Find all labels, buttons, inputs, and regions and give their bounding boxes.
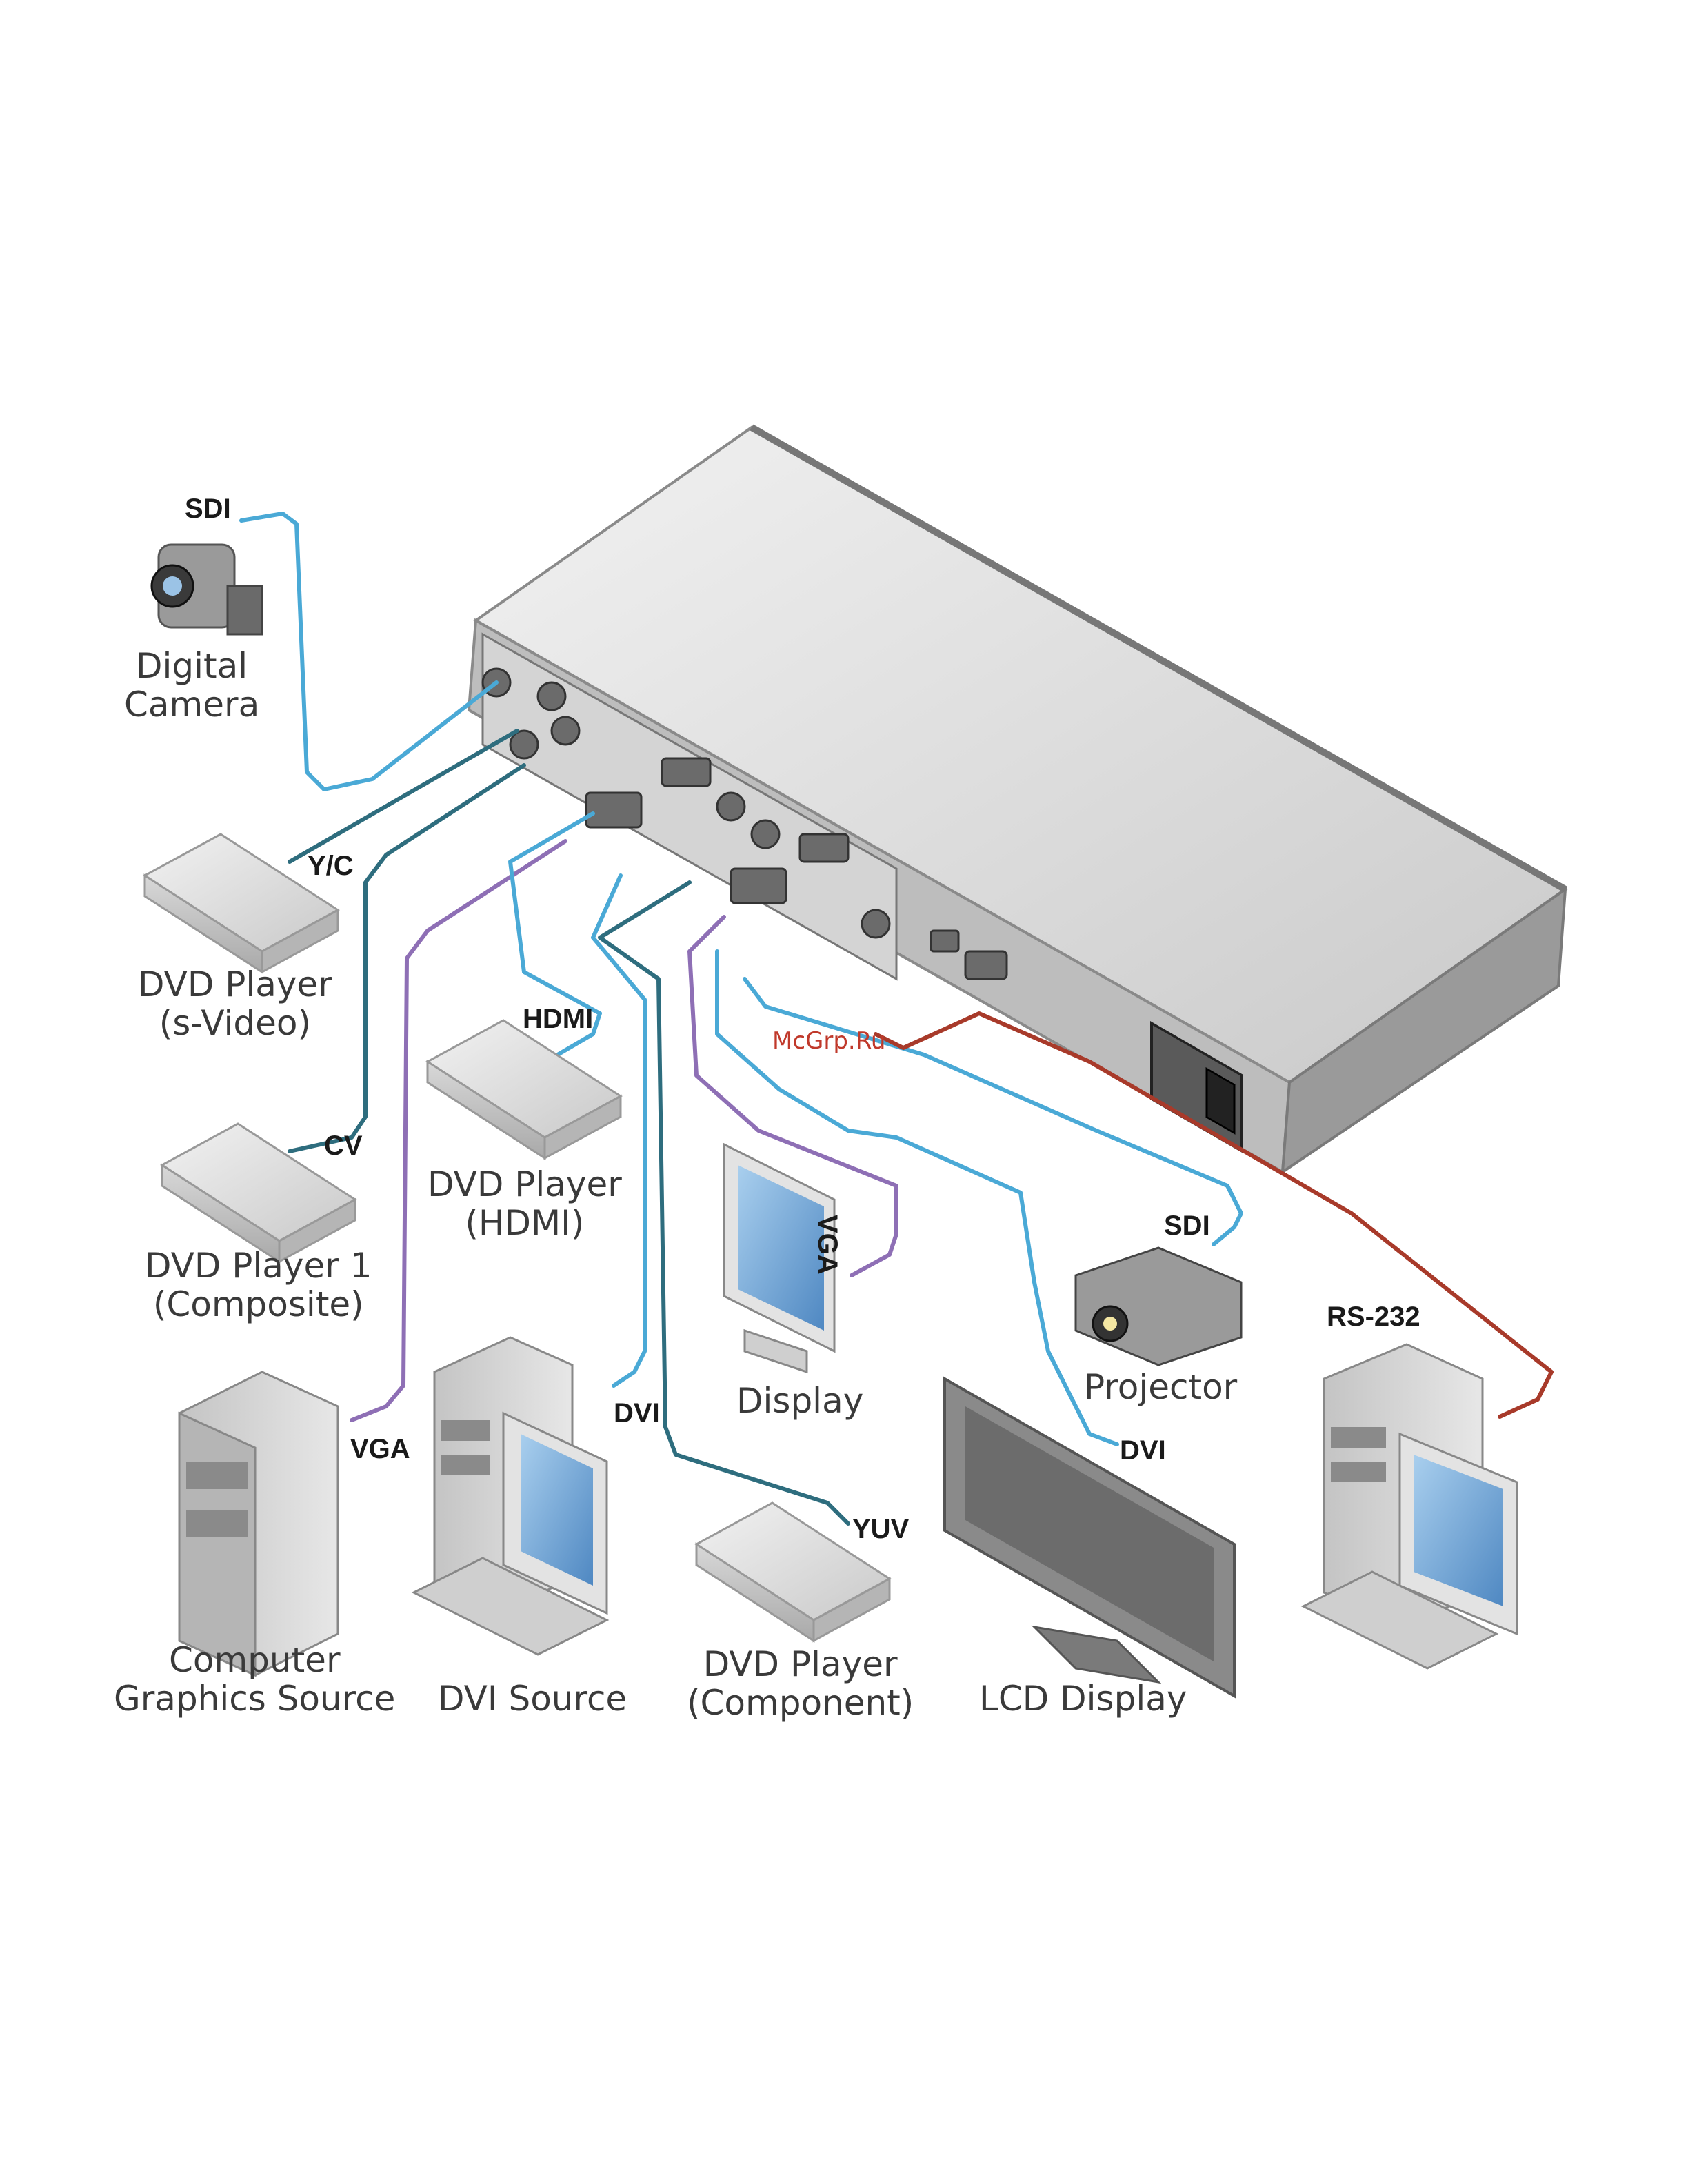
signal-vga-out: VGA: [812, 1215, 843, 1275]
sdi-input-cable: [241, 514, 496, 789]
signal-cv: CV: [324, 1131, 363, 1162]
label-display: Display: [736, 1382, 863, 1420]
lcd-display-icon: [945, 1379, 1234, 1696]
label-dvd-svideo: DVD Player (s-Video): [138, 965, 332, 1042]
signal-yuv: YUV: [852, 1514, 909, 1545]
signal-dvi-out: DVI: [1120, 1435, 1166, 1466]
label-computer-graphics-source: Computer Graphics Source: [114, 1641, 395, 1718]
signal-sdi-out: SDI: [1164, 1211, 1210, 1242]
label-projector: Projector: [1084, 1368, 1237, 1406]
label-dvi-source: DVI Source: [438, 1679, 627, 1718]
signal-hdmi: HDMI: [523, 1004, 593, 1035]
dvi-source-computer-icon: [414, 1337, 607, 1655]
label-dvd-component: DVD Player (Component): [687, 1645, 914, 1722]
label-dvd-hdmi: DVD Player (HDMI): [428, 1165, 622, 1242]
signal-sdi-in: SDI: [185, 494, 231, 525]
label-lcd-display: LCD Display: [979, 1679, 1187, 1718]
signal-vga-in: VGA: [350, 1434, 410, 1465]
signal-yc: Y/C: [308, 851, 354, 882]
projector-icon: [1076, 1248, 1241, 1365]
digital-camera-icon: [152, 545, 262, 634]
scaler-switcher-unit: [469, 427, 1565, 1172]
watermark: McGrp.Ru: [772, 1027, 885, 1055]
signal-dvi-in: DVI: [614, 1398, 660, 1429]
rs232-controller-pc-icon: [1303, 1344, 1517, 1668]
dvd-player-hdmi-icon: [428, 1020, 621, 1158]
label-dvd-composite: DVD Player 1 (Composite): [145, 1246, 372, 1324]
label-digital-camera: Digital Camera: [124, 647, 259, 724]
signal-rs232: RS-232: [1327, 1302, 1420, 1333]
computer-tower-icon: [179, 1372, 338, 1675]
